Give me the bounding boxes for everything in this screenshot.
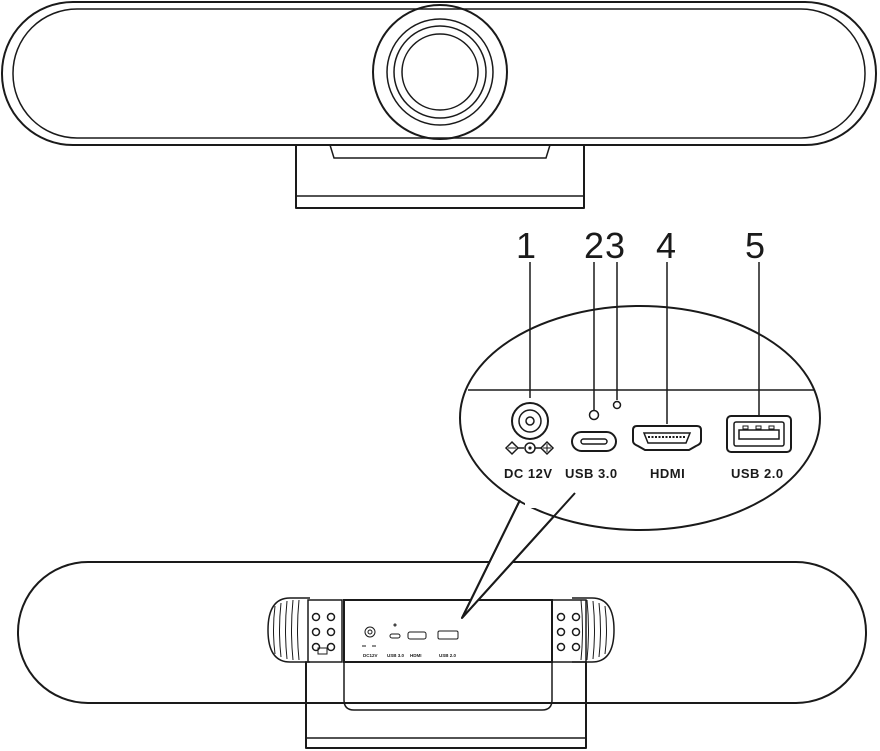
callout-number-4: 4 [656,225,676,266]
callout-numbers: 1 2 3 4 5 [516,225,765,266]
usb2-port [726,415,792,453]
side-indicator [317,647,328,655]
back-label-hdmi: HDMI [410,653,422,658]
back-port-labels: DC12V USB 3.0 HDMI USB 2.0 [363,653,457,658]
back-label-dc: DC12V [363,653,378,658]
status-led [612,400,622,410]
back-ports [362,623,459,647]
dc-power-port [511,402,549,440]
lens-icon [372,4,508,140]
callout-number-3: 3 [605,225,625,266]
back-usb3-port [389,633,401,639]
label-hdmi: HDMI [650,466,685,481]
bracket-screws [311,612,581,652]
camera-body-outline [1,1,877,146]
camera-front-view [1,1,877,209]
back-stand [305,661,587,749]
usb3-indicator [588,409,600,421]
back-dc-port [364,626,376,638]
port-labels: DC 12V USB 3.0 HDMI USB 2.0 [504,466,784,481]
camera-stand [295,144,585,209]
back-body-outline [17,561,867,704]
callout-number-5: 5 [745,225,765,266]
callout-leader-lines [529,262,760,424]
label-usb-3: USB 3.0 [565,466,618,481]
callout-number-2: 2 [584,225,604,266]
back-usb2-port [437,630,459,640]
left-bracket [307,599,343,663]
usb3-port [571,409,617,452]
dc-polarity-icon [504,440,555,456]
hdmi-port [632,425,702,451]
right-speaker-grille [572,597,615,663]
label-usb-2: USB 2.0 [731,466,784,481]
callout-number-1: 1 [516,225,536,266]
callout-bubble [459,305,821,619]
label-dc-12v: DC 12V [504,466,553,481]
back-label-usb3: USB 3.0 [387,653,405,658]
back-hdmi-port [407,631,427,640]
camera-back-view: DC12V USB 3.0 HDMI USB 2.0 [17,561,867,749]
back-label-usb2: USB 2.0 [439,653,457,658]
left-speaker-grille [267,597,310,663]
